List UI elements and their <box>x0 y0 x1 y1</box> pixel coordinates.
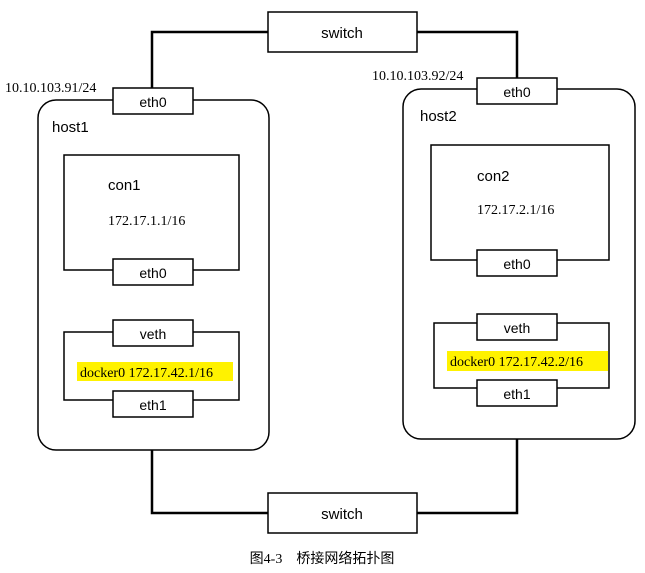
link-switch-top-host2 <box>417 30 519 80</box>
host2-veth-label: veth <box>504 320 530 336</box>
host1-eth0-label: eth0 <box>139 94 166 110</box>
figure-caption: 图4-3 桥接网络拓扑图 <box>250 550 395 567</box>
host1-docker0-highlight <box>77 362 233 381</box>
switch-top-label: switch <box>321 25 363 42</box>
host2-ip: 10.10.103.92/24 <box>372 69 463 84</box>
switch-bottom-label: switch <box>321 506 363 523</box>
host2: 10.10.103.92/24 eth0 host2 con2 172.17.2… <box>372 69 636 440</box>
host1-veth-port <box>112 319 194 347</box>
con2-eth0-port <box>476 249 558 277</box>
con1-eth0-port <box>112 258 194 286</box>
host2-eth0-port <box>476 77 558 105</box>
host2-eth1-label: eth1 <box>503 386 530 402</box>
host1-eth0-port <box>112 87 194 115</box>
host1-name: host1 <box>52 119 89 136</box>
con1-name: con1 <box>108 177 141 194</box>
host1-docker0-label: docker0 172.17.42.1/16 <box>80 366 213 381</box>
con2-eth0-label: eth0 <box>503 256 530 272</box>
host1-eth1-port <box>112 390 194 418</box>
host1-eth1-label: eth1 <box>139 397 166 413</box>
con1-eth0-label: eth0 <box>139 265 166 281</box>
host1: 10.10.103.91/24 eth0 host1 con1 172.17.1… <box>5 81 270 451</box>
host2-eth1-port <box>476 379 558 407</box>
host1-veth-label: veth <box>140 326 166 342</box>
host1-ip: 10.10.103.91/24 <box>5 81 96 96</box>
con2-ip: 172.17.2.1/16 <box>477 203 554 218</box>
link-switch-top-host1 <box>150 30 268 92</box>
con2-name: con2 <box>477 168 510 185</box>
con2-box <box>430 144 610 261</box>
host2-eth0-label: eth0 <box>503 84 530 100</box>
switch-bottom: switch <box>267 492 418 534</box>
con1-box <box>63 154 240 271</box>
host2-veth-port <box>476 313 558 341</box>
switch-top: switch <box>267 11 418 53</box>
host2-docker0-label: docker0 172.17.42.2/16 <box>450 355 583 370</box>
link-host2-switch-bottom <box>417 404 519 515</box>
host2-docker0-highlight <box>447 351 608 371</box>
host2-name: host2 <box>420 108 457 125</box>
con1-ip: 172.17.1.1/16 <box>108 214 185 229</box>
